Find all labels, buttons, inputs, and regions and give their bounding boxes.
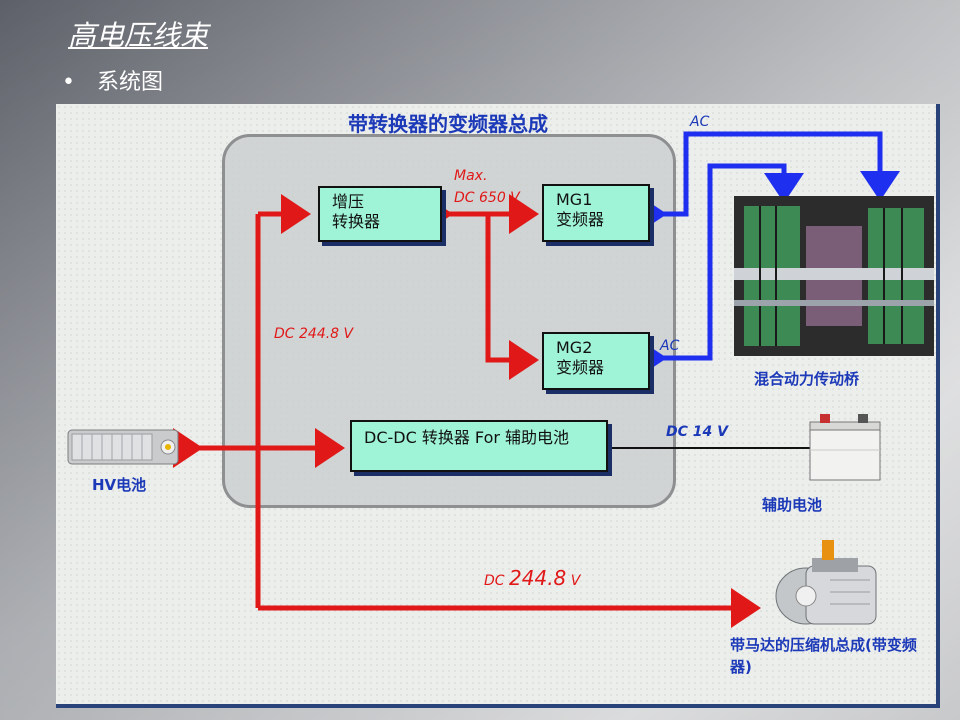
- ac-mid-label: AC: [660, 338, 680, 354]
- bullet-item: • 系统图: [62, 64, 163, 96]
- ac-mg2-line: [637, 163, 804, 378]
- hv-battery-icon: [67, 429, 179, 465]
- ac-top-label: AC: [690, 114, 710, 130]
- dc-bus-voltage-label: DC 244.8 V: [274, 326, 354, 342]
- aux-battery-label: 辅助电池: [762, 496, 823, 514]
- dcdc-converter-label: DC-DC 转换器 For 辅助电池: [364, 428, 570, 447]
- boost-converter-line1: 增压: [332, 192, 365, 211]
- slide-title: 高电压线束: [68, 19, 209, 52]
- mg1-inverter-line1: MG1: [556, 190, 593, 209]
- compressor-label: 带马达的压缩机总成(带变频器): [730, 636, 917, 676]
- mg2-inverter-box: MG2 变频器: [542, 332, 650, 390]
- transaxle-label: 混合动力传动桥: [754, 370, 860, 388]
- hybrid-transaxle-icon: [734, 196, 934, 356]
- inverter-assembly-header: 带转换器的变频器总成: [348, 112, 548, 136]
- dc14-label: DC 14 V: [666, 424, 728, 440]
- boost-converter-box: 增压 转换器: [318, 186, 442, 242]
- dcdc-converter-box: DC-DC 转换器 For 辅助电池: [350, 420, 608, 472]
- dc-to-mg2: [485, 214, 539, 380]
- boost-converter-line2: 转换器: [332, 212, 381, 231]
- mg2-inverter-line1: MG2: [556, 338, 593, 357]
- ac-wires: [637, 131, 900, 378]
- compressor-voltage-unit: V: [566, 573, 581, 589]
- max-voltage-label-line1: Max.: [454, 168, 488, 184]
- compressor-voltage-prefix: DC: [484, 573, 510, 589]
- hv-battery-label: HV电池: [92, 476, 147, 494]
- mg2-inverter-line2: 变频器: [556, 358, 605, 377]
- compressor-voltage-label: DC 244.8 V: [484, 566, 580, 590]
- mg1-inverter-line2: 变频器: [556, 210, 605, 229]
- max-voltage-label-line2: DC 650 V: [454, 190, 520, 206]
- mg1-inverter-box: MG1 变频器: [542, 184, 650, 242]
- compressor-voltage-value: 244.8: [509, 566, 567, 590]
- compressor-icon: [775, 540, 877, 625]
- dc-wires: [173, 194, 761, 628]
- bullet-dot-icon: •: [62, 70, 75, 95]
- bullet-text: 系统图: [96, 70, 163, 95]
- aux-battery-icon: [809, 414, 881, 481]
